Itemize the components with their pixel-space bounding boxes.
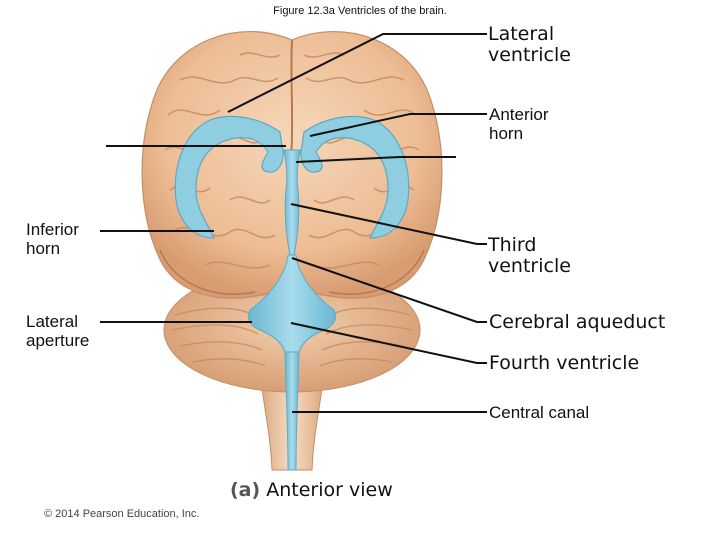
label-fourth-ventricle: Fourth ventricle xyxy=(489,352,640,374)
panel-caption: (a) Anterior view xyxy=(230,479,393,501)
panel-caption-text: Anterior view xyxy=(266,479,393,501)
label-third-ventricle: Third ventricle xyxy=(488,234,571,278)
leader-lines xyxy=(100,33,487,413)
leader-third-ventricle xyxy=(290,203,487,245)
leader-mid-horizontal xyxy=(295,156,456,163)
leader-fourth-ventricle xyxy=(290,322,487,364)
panel-letter: (a) xyxy=(230,479,261,501)
figure-title: Figure 12.3a Ventricles of the brain. xyxy=(273,5,447,17)
label-central-canal: Central canal xyxy=(489,403,590,422)
label-lateral-aperture: Lateral aperture xyxy=(26,312,90,351)
leader-anterior-horn xyxy=(309,113,487,137)
label-anterior-horn: Anterior horn xyxy=(489,105,549,144)
cerebellum-folia xyxy=(171,307,413,367)
longitudinal-fissure xyxy=(290,39,294,161)
label-cerebral-aqueduct: Cerebral aqueduct xyxy=(489,311,666,333)
copyright-notice: © 2014 Pearson Education, Inc. xyxy=(44,508,200,520)
label-inferior-horn: Inferior horn xyxy=(26,220,79,259)
leader-lateral-ventricle xyxy=(227,33,487,113)
right-lateral-ventricle xyxy=(300,115,410,239)
leader-cerebral-aqueduct xyxy=(291,257,487,323)
label-lateral-ventricle: Lateral ventricle xyxy=(488,23,571,67)
